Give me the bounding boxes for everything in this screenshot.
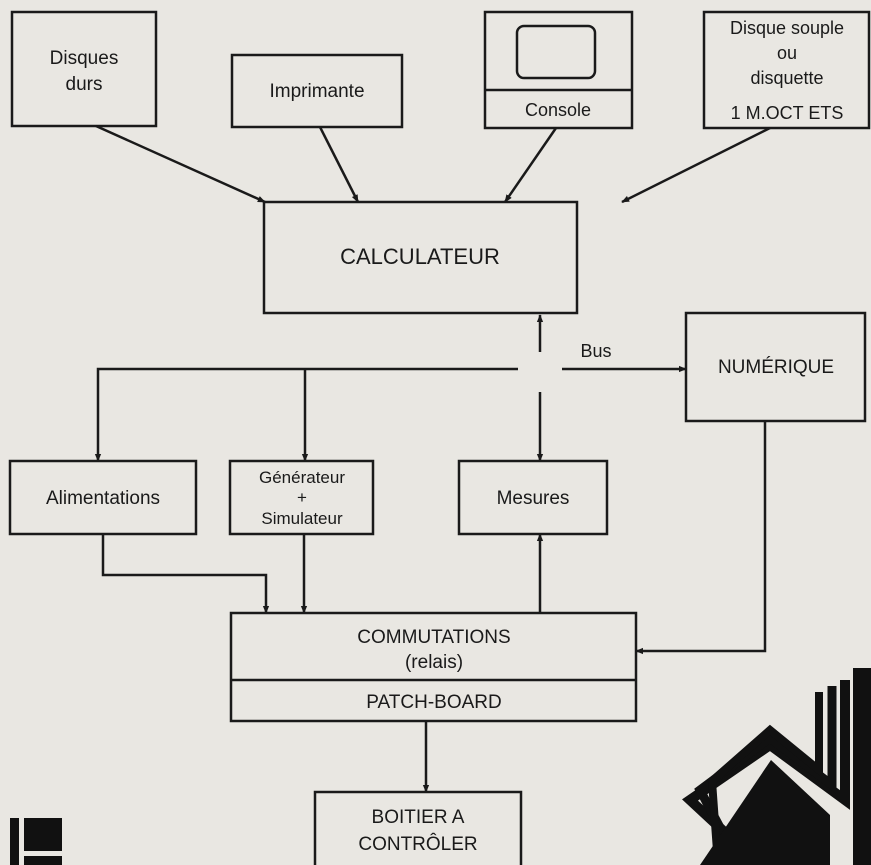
commutations-box	[229, 611, 638, 723]
boitier-line-1: BOITIER A	[372, 807, 465, 828]
disque-souple-line-1: Disque souple	[730, 18, 844, 38]
bus-line-left	[94, 367, 518, 462]
mesures-label: Mesures	[497, 488, 570, 509]
disques-durs-line-2: durs	[66, 74, 103, 95]
patch-board-label: PATCH-BOARD	[366, 692, 501, 713]
mesures-box	[457, 459, 609, 536]
generateur-line-2: +	[297, 488, 307, 507]
corner-ornament-bottom-left	[10, 818, 62, 865]
disques-durs-line-1: Disques	[50, 48, 119, 69]
arrow-console-calculateur	[503, 127, 558, 203]
imprimante-label: Imprimante	[269, 81, 364, 102]
disque-souple-box	[702, 10, 871, 130]
calculateur-box	[262, 200, 579, 315]
corner-ornament-bottom-right	[682, 668, 871, 865]
disque-souple-line-3: disquette	[750, 68, 823, 88]
console-label: Console	[525, 100, 591, 120]
arrow-numerique-commutations	[635, 421, 767, 655]
generateur-box	[228, 459, 375, 536]
boitier-box	[313, 790, 523, 865]
commutations-line-1: COMMUTATIONS	[357, 627, 510, 648]
bus-label: Bus	[580, 341, 611, 361]
imprimante-box	[230, 53, 404, 129]
arrow-alimentations-commutations	[101, 534, 270, 614]
calculateur-label: CALCULATEUR	[340, 244, 500, 269]
generateur-line-1: Générateur	[259, 468, 345, 487]
numerique-label: NUMÉRIQUE	[718, 357, 834, 378]
alimentations-label: Alimentations	[46, 488, 160, 509]
arrow-disques-calculateur	[95, 124, 266, 204]
console-screen-icon	[515, 24, 597, 80]
boitier-line-2: CONTRÔLER	[358, 833, 477, 855]
arrow-disque-souple-calculateur	[621, 126, 771, 204]
arrow-imprimante-calculateur	[318, 126, 360, 203]
disque-souple-line-2: ou	[777, 43, 797, 63]
generateur-line-3: Simulateur	[261, 509, 343, 528]
commutations-line-2: (relais)	[405, 652, 463, 673]
disques-durs-box	[10, 10, 158, 128]
disque-souple-line-4: 1 M.OCT ETS	[731, 103, 844, 123]
console-box	[483, 10, 634, 130]
